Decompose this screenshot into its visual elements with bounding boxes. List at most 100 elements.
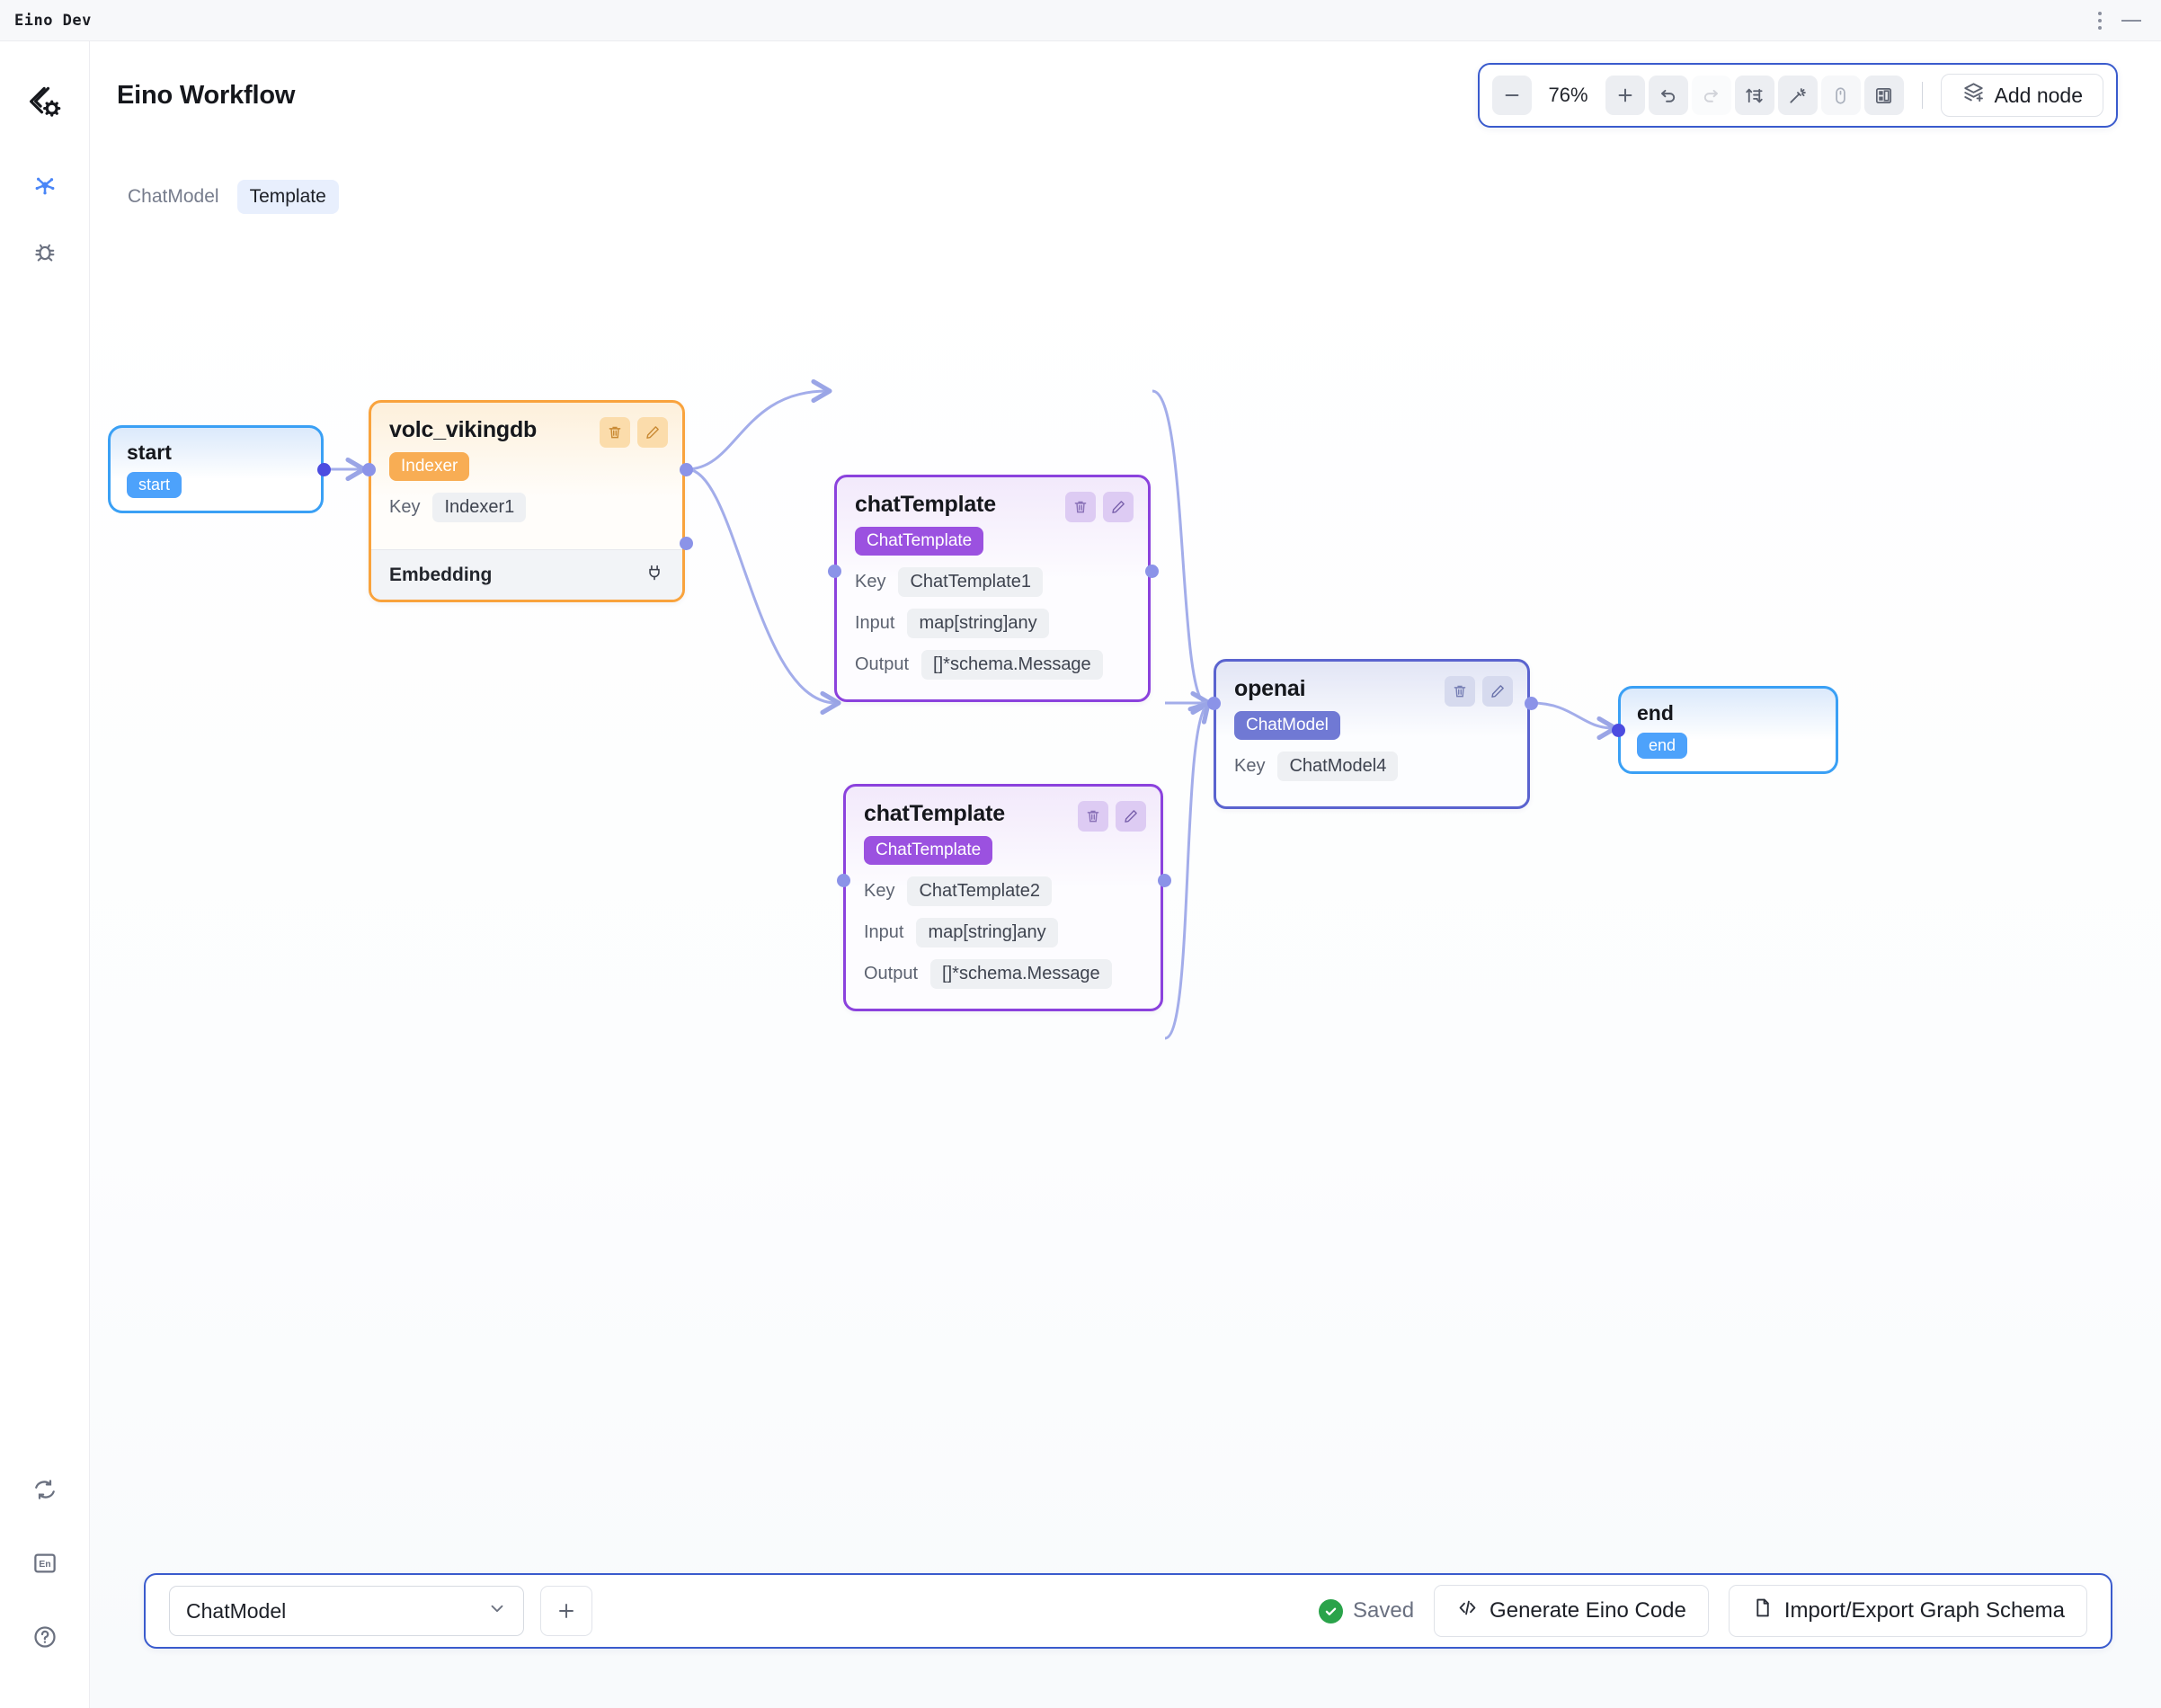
delete-icon[interactable] (1445, 676, 1475, 707)
node-openai[interactable]: openai ChatModel Key ChatModel4 (1207, 659, 1538, 809)
openai-type-chip: ChatModel (1234, 711, 1340, 740)
volc-vikingdb-embedding-port[interactable] (680, 537, 693, 550)
volc-vikingdb-card[interactable]: volc_vikingdb Indexer Key Indexer1 Embed… (369, 400, 685, 602)
chattemplate-1-actions (1065, 492, 1134, 522)
minimap-icon[interactable] (1863, 76, 1904, 115)
check-circle-icon (1318, 1598, 1343, 1623)
generate-eino-code-button[interactable]: Generate Eino Code (1434, 1585, 1709, 1637)
volc-vikingdb-embedding-section[interactable]: Embedding (371, 549, 682, 600)
chattemplate-1-field-input: Input map[string]any (855, 609, 1130, 638)
volc-vikingdb-input-port[interactable] (362, 463, 376, 476)
end-node-card[interactable]: end end (1618, 686, 1838, 774)
node-end[interactable]: end end (1612, 686, 1838, 774)
field-value: Indexer1 (432, 493, 527, 522)
start-output-port[interactable] (317, 463, 331, 476)
chattemplate-1-title: chatTemplate (855, 492, 996, 517)
field-label: Key (864, 881, 895, 901)
window-controls (2098, 11, 2141, 30)
magic-wand-icon[interactable] (1777, 76, 1818, 115)
edit-icon[interactable] (1482, 676, 1513, 707)
field-label: Key (1234, 756, 1266, 776)
field-value: map[string]any (907, 609, 1049, 638)
openai-output-port[interactable] (1525, 697, 1538, 710)
edit-icon[interactable] (1116, 801, 1146, 832)
add-layers-icon (1961, 81, 1986, 111)
sidebar-item-debug[interactable] (30, 236, 60, 267)
chattemplate-2-card[interactable]: chatTemplate ChatTemplate Key ChatTempla… (843, 784, 1163, 1011)
start-node-card[interactable]: start start (108, 425, 324, 513)
openai-title: openai (1234, 676, 1306, 701)
field-label: Key (855, 572, 886, 592)
chattemplate-1-field-output: Output []*schema.Message (855, 650, 1130, 680)
openai-field-key: Key ChatModel4 (1234, 752, 1509, 781)
field-value: map[string]any (916, 918, 1058, 947)
node-type-select-value: ChatModel (186, 1598, 287, 1623)
field-label: Output (855, 654, 910, 674)
volc-vikingdb-actions (600, 417, 668, 448)
chattemplate-2-title: chatTemplate (864, 801, 1005, 826)
end-node-chip: end (1637, 733, 1688, 759)
field-label: Key (389, 497, 421, 517)
delete-icon[interactable] (1065, 492, 1096, 522)
undo-button[interactable] (1648, 76, 1688, 115)
mouse-icon[interactable] (1820, 76, 1861, 115)
chattemplate-1-card[interactable]: chatTemplate ChatTemplate Key ChatTempla… (834, 475, 1151, 702)
status-badge: Saved (1318, 1598, 1414, 1623)
chattemplate-2-output-port[interactable] (1158, 874, 1171, 887)
zoom-in-button[interactable] (1605, 76, 1645, 115)
import-export-schema-label: Import/Export Graph Schema (1783, 1598, 2065, 1623)
chattemplate-2-field-input: Input map[string]any (864, 918, 1143, 947)
edit-icon[interactable] (637, 417, 668, 448)
node-volc-vikingdb[interactable]: volc_vikingdb Indexer Key Indexer1 Embed… (362, 400, 693, 602)
chattemplate-2-input-port[interactable] (837, 874, 850, 887)
chattemplate-1-output-port[interactable] (1145, 565, 1159, 578)
redo-button[interactable] (1691, 76, 1731, 115)
rail-bottom-items: En (30, 1474, 60, 1652)
help-circle-icon[interactable] (30, 1622, 60, 1652)
node-type-select[interactable]: ChatModel (169, 1586, 524, 1636)
bottom-bar-right: Saved Generate Eino Code Import/Export G… (1318, 1585, 2087, 1637)
language-en-icon[interactable]: En (30, 1548, 60, 1579)
canvas-toolbar: 76% (1477, 63, 2118, 128)
workflow-canvas[interactable]: start start volc_vikingdb Indexer Key (90, 229, 2161, 1708)
volc-vikingdb-type-chip: Indexer (389, 452, 470, 481)
generate-eino-code-label: Generate Eino Code (1490, 1598, 1686, 1623)
field-value: []*schema.Message (921, 650, 1103, 680)
kebab-menu-icon[interactable] (2098, 11, 2102, 30)
field-value: ChatTemplate2 (907, 876, 1052, 906)
openai-actions (1445, 676, 1513, 707)
openai-card[interactable]: openai ChatModel Key ChatModel4 (1214, 659, 1530, 809)
sync-icon[interactable] (30, 1474, 60, 1505)
volc-vikingdb-field-key: Key Indexer1 (389, 493, 664, 522)
import-export-schema-button[interactable]: Import/Export Graph Schema (1728, 1585, 2087, 1637)
volc-vikingdb-output-port[interactable] (680, 463, 693, 476)
tab-template[interactable]: Template (236, 180, 339, 214)
minimize-icon[interactable] (2121, 19, 2141, 22)
code-icon (1456, 1597, 1479, 1625)
delete-icon[interactable] (1078, 801, 1108, 832)
tab-chatmodel[interactable]: ChatModel (128, 186, 219, 207)
app-title: Eino Dev (14, 11, 92, 30)
end-node-title: end (1637, 701, 1674, 725)
zoom-level-label: 76% (1548, 84, 1588, 106)
svg-text:En: En (39, 1559, 50, 1570)
end-input-port[interactable] (1612, 724, 1625, 737)
eino-logo-icon[interactable] (26, 85, 64, 127)
delete-icon[interactable] (600, 417, 630, 448)
node-chattemplate-2[interactable]: chatTemplate ChatTemplate Key ChatTempla… (837, 784, 1171, 1011)
volc-vikingdb-title: volc_vikingdb (389, 417, 538, 442)
sidebar-item-workflow[interactable] (30, 170, 60, 200)
chattemplate-1-field-key: Key ChatTemplate1 (855, 567, 1130, 597)
node-chattemplate-1[interactable]: chatTemplate ChatTemplate Key ChatTempla… (828, 475, 1159, 702)
add-node-type-button[interactable] (540, 1586, 592, 1636)
rail-items (30, 170, 60, 267)
auto-layout-icon[interactable] (1734, 76, 1774, 115)
chattemplate-1-input-port[interactable] (828, 565, 841, 578)
node-start[interactable]: start start (108, 425, 331, 513)
add-node-button[interactable]: Add node (1940, 74, 2103, 117)
field-value: []*schema.Message (930, 959, 1112, 989)
edit-icon[interactable] (1103, 492, 1134, 522)
openai-input-port[interactable] (1207, 697, 1221, 710)
zoom-out-button[interactable] (1491, 76, 1532, 115)
chevron-down-icon (487, 1598, 507, 1623)
